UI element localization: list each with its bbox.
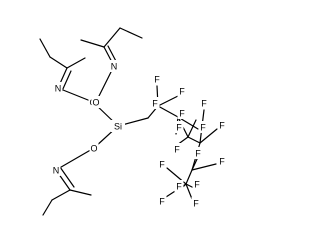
atom-label: F — [154, 75, 160, 85]
atom-label: F — [201, 99, 207, 109]
atom-label-background — [172, 143, 182, 155]
atom-label-background — [111, 120, 125, 132]
atom-label: F — [200, 123, 206, 133]
atom-f15: F — [192, 178, 202, 190]
atom-label-background — [51, 164, 61, 176]
atom-label-background — [199, 97, 209, 109]
atom-label: O — [90, 144, 97, 154]
atom-label: F — [194, 180, 200, 190]
atom-label: F — [152, 99, 158, 109]
atom-label: F — [195, 149, 201, 159]
bond-line — [42, 199, 53, 216]
atom-f3: F — [150, 97, 160, 109]
bond-line — [51, 189, 71, 201]
atom-label-background — [217, 155, 227, 167]
bond-line — [55, 147, 95, 171]
atom-f7: F — [177, 107, 187, 119]
atom-label: Si — [114, 122, 122, 132]
atom-n3: N — [109, 60, 119, 72]
atom-label: N — [53, 166, 60, 176]
atom-f11: F — [217, 155, 227, 167]
atom-f6: F — [172, 143, 182, 155]
atom-label-background — [89, 142, 99, 154]
bond-line — [119, 27, 143, 39]
bond-line — [49, 56, 68, 69]
atom-label-background — [193, 147, 203, 159]
atom-label-background — [198, 121, 208, 133]
atom-label: F — [176, 182, 182, 192]
atom-label: F — [193, 199, 199, 209]
bond-line — [80, 39, 105, 48]
atom-label-background — [192, 178, 202, 190]
atom-label: F — [174, 145, 180, 155]
atom-label-background — [91, 96, 101, 108]
bond-line — [57, 87, 94, 103]
atom-f2: F — [177, 85, 187, 97]
bond-line — [187, 119, 197, 138]
atom-labels: SiONONONFFFFFFFFFFFFFFFF — [51, 60, 227, 209]
atom-label: F — [219, 157, 225, 167]
atom-label: F — [159, 197, 165, 207]
atom-f16: F — [191, 197, 201, 209]
atom-label-background — [157, 195, 167, 207]
atom-f12: F — [157, 158, 167, 170]
atom-label: F — [219, 121, 225, 131]
atom-f5: F — [198, 121, 208, 133]
bond-line — [187, 136, 201, 144]
atom-label-background — [217, 119, 227, 131]
atom-si: Si — [111, 120, 125, 132]
atom-label-background — [109, 60, 119, 72]
bond-line — [191, 156, 199, 171]
atom-n2: N — [51, 164, 61, 176]
bond-line — [103, 27, 121, 48]
bond-line — [157, 95, 179, 107]
atom-label-background — [177, 107, 187, 119]
atom-label-background — [174, 121, 184, 133]
atom-f13: F — [174, 180, 184, 192]
atom-o3: O — [91, 96, 101, 108]
atom-f1: F — [152, 73, 162, 85]
bond-line — [157, 105, 179, 118]
atom-label-background — [157, 158, 167, 170]
atom-f4: F — [174, 121, 184, 133]
atom-f9: F — [199, 97, 209, 109]
atom-f8: F — [217, 119, 227, 131]
bond-line — [69, 189, 92, 196]
atom-label-background — [150, 97, 160, 109]
atom-label: N — [55, 84, 62, 94]
bond-line — [199, 128, 218, 144]
bond-line — [61, 70, 72, 92]
bond-line — [185, 183, 193, 200]
bond-lines — [39, 27, 218, 216]
atom-o2: O — [89, 142, 99, 154]
atom-label-background — [152, 73, 162, 85]
atom-f10: F — [193, 147, 203, 159]
atom-label-background — [174, 180, 184, 192]
bond-line — [66, 57, 86, 69]
atom-label: N — [111, 62, 118, 72]
atom-label: O — [92, 98, 99, 108]
atom-label-background — [53, 82, 63, 94]
molecule-structure-diagram: SiONONONFFFFFFFFFFFFFFFF — [39, 27, 227, 216]
bond-line — [185, 169, 193, 185]
atom-n1: N — [53, 82, 63, 94]
atom-label-background — [191, 197, 201, 209]
atom-label: F — [176, 123, 182, 133]
atom-label: F — [159, 160, 165, 170]
bond-line — [39, 38, 51, 58]
atom-label: F — [179, 87, 185, 97]
bond-line — [191, 163, 217, 171]
atom-f14: F — [157, 195, 167, 207]
bond-line — [59, 166, 75, 188]
atom-label-background — [177, 85, 187, 97]
atom-label: F — [179, 109, 185, 119]
